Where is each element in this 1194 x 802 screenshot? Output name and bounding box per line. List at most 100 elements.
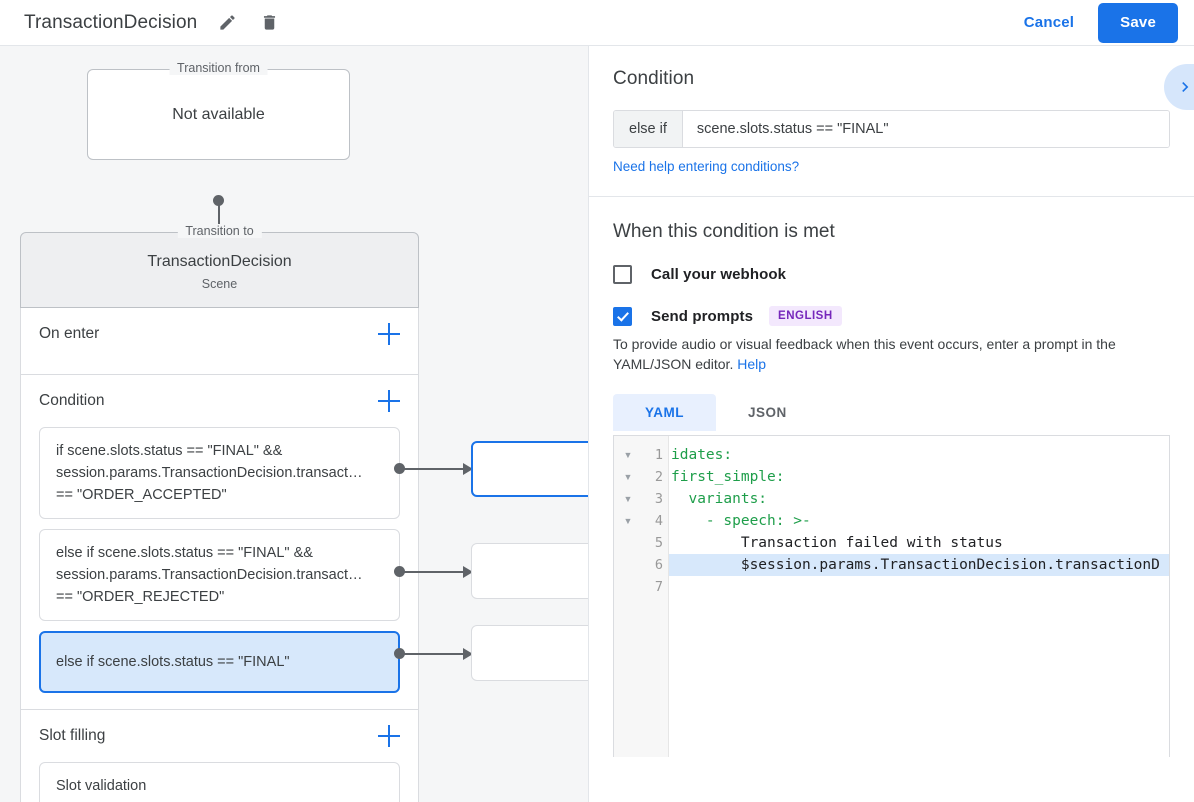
tab-json[interactable]: JSON xyxy=(748,405,787,420)
connector-arrowhead-1 xyxy=(463,463,473,475)
add-on-enter-button[interactable] xyxy=(378,323,400,345)
connector-arrowhead-2 xyxy=(463,566,473,578)
condition-operator-label: else if xyxy=(614,111,683,147)
language-badge: ENGLISH xyxy=(769,306,842,326)
scene-graph-canvas[interactable]: Transition from Not available Transition… xyxy=(0,46,588,802)
line-number-1: 1 xyxy=(654,447,663,463)
slot-filling-header: Slot filling xyxy=(39,710,400,762)
connector-line-1 xyxy=(404,468,467,470)
fold-toggle-2[interactable]: ▼ xyxy=(623,472,633,482)
connector-line-3 xyxy=(404,653,467,655)
page-title: TransactionDecision xyxy=(24,11,198,33)
condition-title: Condition xyxy=(39,392,105,409)
target-node-2[interactable] xyxy=(471,543,588,599)
section-condition: Condition if scene.slots.status == "FINA… xyxy=(20,375,419,710)
condition-card-2-line3: == "ORDER_REJECTED" xyxy=(56,589,225,605)
fold-toggle-6 xyxy=(614,554,642,576)
connector-arrowhead-3 xyxy=(463,648,473,660)
line-number-2: 2 xyxy=(654,469,663,485)
scene-name: TransactionDecision xyxy=(147,253,292,270)
condition-card-1-line2: session.params.TransactionDecision.trans… xyxy=(56,465,363,481)
code-line-7 xyxy=(669,576,1169,598)
condition-card-2[interactable]: else if scene.slots.status == "FINAL" &&… xyxy=(39,529,400,621)
line-number-6: 6 xyxy=(654,557,663,573)
line-number-7: 7 xyxy=(654,579,663,595)
fold-toggle-5 xyxy=(614,532,642,554)
fold-toggle-3[interactable]: ▼ xyxy=(623,494,633,504)
when-condition-met-section: When this condition is met Call your web… xyxy=(589,197,1194,757)
connector-dot-3 xyxy=(394,648,405,659)
connector-dot-2 xyxy=(394,566,405,577)
target-node-3[interactable] xyxy=(471,625,588,681)
chevron-right-icon[interactable] xyxy=(1164,64,1194,110)
trash-icon-glyph xyxy=(263,15,275,30)
code-line-2: first_simple: xyxy=(671,469,785,485)
send-prompts-row[interactable]: Send prompts ENGLISH xyxy=(613,306,1170,326)
line-number-5: 5 xyxy=(654,535,663,551)
editor-fold-gutter: ▼ ▼ ▼ ▼ xyxy=(614,436,642,757)
condition-details-panel: Condition else if Need help entering con… xyxy=(588,46,1194,802)
tab-yaml[interactable]: YAML xyxy=(613,394,717,431)
send-prompts-checkbox[interactable] xyxy=(613,306,632,326)
transition-from-box: Transition from Not available xyxy=(87,61,350,160)
slot-validation-card[interactable]: Slot validation xyxy=(39,762,400,802)
call-webhook-label: Call your webhook xyxy=(651,266,787,283)
slot-filling-title: Slot filling xyxy=(39,727,106,744)
condition-help-link[interactable]: Need help entering conditions? xyxy=(613,159,800,174)
top-app-bar: TransactionDecision Cancel Save xyxy=(0,0,1194,46)
condition-header: Condition xyxy=(39,375,400,427)
call-webhook-row[interactable]: Call your webhook xyxy=(613,265,1170,284)
add-condition-button[interactable] xyxy=(378,390,400,412)
condition-card-3[interactable]: else if scene.slots.status == "FINAL" xyxy=(39,631,400,693)
connector-line-2 xyxy=(404,571,467,573)
code-line-1: idates: xyxy=(671,447,733,463)
transition-from-value: Not available xyxy=(172,105,265,123)
prompts-description-text: To provide audio or visual feedback when… xyxy=(613,336,1116,372)
on-enter-title: On enter xyxy=(39,325,100,342)
condition-card-1[interactable]: if scene.slots.status == "FINAL" && sess… xyxy=(39,427,400,519)
when-condition-met-heading: When this condition is met xyxy=(613,221,835,242)
send-prompts-label: Send prompts xyxy=(651,307,754,325)
editor-format-tabs: YAML JSON xyxy=(613,394,1170,431)
add-slot-filling-button[interactable] xyxy=(378,725,400,747)
pencil-icon-glyph xyxy=(220,15,235,30)
yaml-code-editor[interactable]: ▼ ▼ ▼ ▼ 1 2 3 4 5 6 7 idates: first_simp… xyxy=(613,435,1170,757)
editor-code-area[interactable]: idates: first_simple: variants: - speech… xyxy=(669,436,1169,757)
target-node-1[interactable] xyxy=(471,441,588,497)
condition-card-3-line1: else if scene.slots.status == "FINAL" xyxy=(56,654,290,670)
call-webhook-checkbox[interactable] xyxy=(613,265,632,284)
section-on-enter: On enter xyxy=(20,308,419,375)
condition-card-2-line1: else if scene.slots.status == "FINAL" && xyxy=(56,545,313,561)
connector-dot-top xyxy=(213,195,224,206)
cancel-button[interactable]: Cancel xyxy=(1010,6,1088,39)
chevron-right-icon-glyph xyxy=(1182,82,1189,92)
code-line-3: variants: xyxy=(671,491,768,507)
fold-toggle-7 xyxy=(614,576,642,598)
panel-heading: Condition xyxy=(613,68,695,89)
code-line-5: Transaction failed with status xyxy=(671,535,1003,551)
fold-toggle-4[interactable]: ▼ xyxy=(623,516,633,526)
editor-line-numbers: 1 2 3 4 5 6 7 xyxy=(642,436,669,757)
scene-type: Scene xyxy=(201,277,238,291)
transition-to-legend: Transition to xyxy=(177,224,262,238)
pencil-icon[interactable] xyxy=(215,11,239,35)
condition-expression-input[interactable] xyxy=(682,111,1169,147)
connector-dot-1 xyxy=(394,463,405,474)
trash-icon[interactable] xyxy=(257,11,281,35)
condition-card-1-line3: == "ORDER_ACCEPTED" xyxy=(56,487,227,503)
condition-input-row: else if xyxy=(613,110,1170,148)
scene-node: Transition to TransactionDecision Scene … xyxy=(20,224,419,802)
code-line-6: $session.params.TransactionDecision.tran… xyxy=(669,554,1169,576)
fold-toggle-1[interactable]: ▼ xyxy=(623,450,633,460)
prompts-help-link[interactable]: Help xyxy=(737,356,767,372)
on-enter-header: On enter xyxy=(39,308,400,360)
transition-to-header[interactable]: Transition to TransactionDecision Scene xyxy=(20,224,419,308)
line-number-3: 3 xyxy=(654,491,663,507)
condition-card-2-line2: session.params.TransactionDecision.trans… xyxy=(56,567,363,583)
condition-edit-section: Condition else if Need help entering con… xyxy=(589,46,1194,197)
section-slot-filling: Slot filling Slot validation xyxy=(20,710,419,802)
prompts-description: To provide audio or visual feedback when… xyxy=(613,334,1170,374)
transition-from-legend: Transition from xyxy=(169,61,268,75)
save-button[interactable]: Save xyxy=(1098,2,1178,43)
line-number-4: 4 xyxy=(654,513,663,529)
